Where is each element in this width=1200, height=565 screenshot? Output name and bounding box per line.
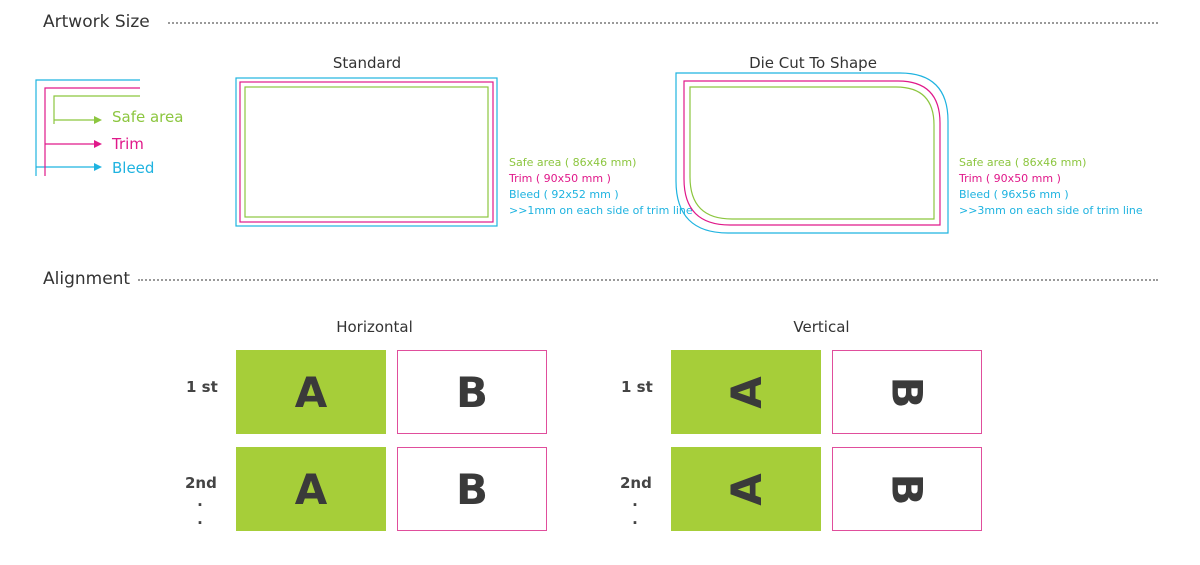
legend-safe-label: Safe area bbox=[112, 108, 184, 126]
standard-specs: Safe area ( 86x46 mm) Trim ( 90x50 mm ) … bbox=[509, 155, 693, 219]
legend-diagram bbox=[35, 79, 140, 176]
vertical-card-a-1: A bbox=[671, 350, 821, 434]
alignment-divider bbox=[138, 279, 1158, 281]
standard-bleed-spec: Bleed ( 92x52 mm ) bbox=[509, 188, 619, 201]
card-letter-b: B bbox=[455, 367, 488, 417]
diecut-safe-spec: Safe area ( 86x46 mm) bbox=[959, 156, 1087, 169]
horizontal-row1-label: 1 st bbox=[186, 378, 218, 396]
vertical-row2-dots: . . bbox=[630, 492, 640, 528]
card-letter-a: A bbox=[294, 367, 328, 417]
vertical-card-b-2: B bbox=[832, 447, 982, 531]
horizontal-card-a-2: A bbox=[236, 447, 386, 531]
vertical-row2-label: 2nd bbox=[620, 474, 652, 492]
dot: . bbox=[632, 492, 638, 510]
vertical-title: Vertical bbox=[793, 318, 850, 336]
standard-safe-spec: Safe area ( 86x46 mm) bbox=[509, 156, 637, 169]
card-letter-b-rotated: B bbox=[833, 448, 981, 530]
legend-trim-line bbox=[44, 87, 140, 176]
vertical-row1-label: 1 st bbox=[621, 378, 653, 396]
card-letter-b: B bbox=[882, 375, 932, 409]
safe-arrowhead-icon bbox=[94, 116, 102, 124]
dot: . bbox=[632, 510, 638, 528]
card-letter-a: A bbox=[721, 375, 771, 409]
card-letter-a-rotated: A bbox=[671, 350, 821, 434]
standard-trim-spec: Trim ( 90x50 mm ) bbox=[509, 172, 611, 185]
legend-safe-line bbox=[53, 95, 140, 124]
horizontal-card-a-1: A bbox=[236, 350, 386, 434]
dot: . bbox=[197, 510, 203, 528]
card-letter-b: B bbox=[455, 464, 488, 514]
diecut-note: >>3mm on each side of trim line bbox=[959, 204, 1143, 217]
card-letter-a: A bbox=[721, 472, 771, 506]
standard-trim-line bbox=[239, 81, 494, 223]
standard-bleed-line bbox=[235, 77, 498, 227]
card-letter-a-rotated: A bbox=[671, 447, 821, 531]
horizontal-card-b-2: B bbox=[397, 447, 547, 531]
diecut-diagram bbox=[675, 72, 949, 234]
vertical-card-b-1: B bbox=[832, 350, 982, 434]
diecut-title: Die Cut To Shape bbox=[749, 54, 877, 72]
standard-title: Standard bbox=[332, 54, 402, 72]
card-letter-b-rotated: B bbox=[833, 351, 981, 433]
diecut-bleed-spec: Bleed ( 96x56 mm ) bbox=[959, 188, 1069, 201]
horizontal-title: Horizontal bbox=[336, 318, 413, 336]
horizontal-row2-dots: . . bbox=[195, 492, 205, 528]
alignment-title: Alignment bbox=[43, 269, 131, 289]
artwork-size-title: Artwork Size bbox=[43, 12, 150, 32]
horizontal-row2-label: 2nd bbox=[185, 474, 217, 492]
standard-safe-line bbox=[244, 86, 489, 218]
legend-trim-label: Trim bbox=[112, 135, 144, 153]
standard-note: >>1mm on each side of trim line bbox=[509, 204, 693, 217]
card-letter-b: B bbox=[882, 472, 932, 506]
diecut-trim-line bbox=[683, 80, 941, 226]
horizontal-card-b-1: B bbox=[397, 350, 547, 434]
vertical-card-a-2: A bbox=[671, 447, 821, 531]
diecut-bleed-line bbox=[675, 72, 949, 234]
diecut-safe-line bbox=[689, 86, 935, 220]
legend-bleed-label: Bleed bbox=[112, 159, 155, 177]
legend-bleed-line bbox=[35, 79, 140, 176]
standard-diagram bbox=[235, 77, 498, 227]
bleed-arrowhead-icon bbox=[94, 163, 102, 171]
dot: . bbox=[197, 492, 203, 510]
trim-arrowhead-icon bbox=[94, 140, 102, 148]
diecut-specs: Safe area ( 86x46 mm) Trim ( 90x50 mm ) … bbox=[959, 155, 1143, 219]
artwork-size-divider bbox=[168, 22, 1158, 24]
card-letter-a: A bbox=[294, 464, 328, 514]
diecut-trim-spec: Trim ( 90x50 mm ) bbox=[959, 172, 1061, 185]
